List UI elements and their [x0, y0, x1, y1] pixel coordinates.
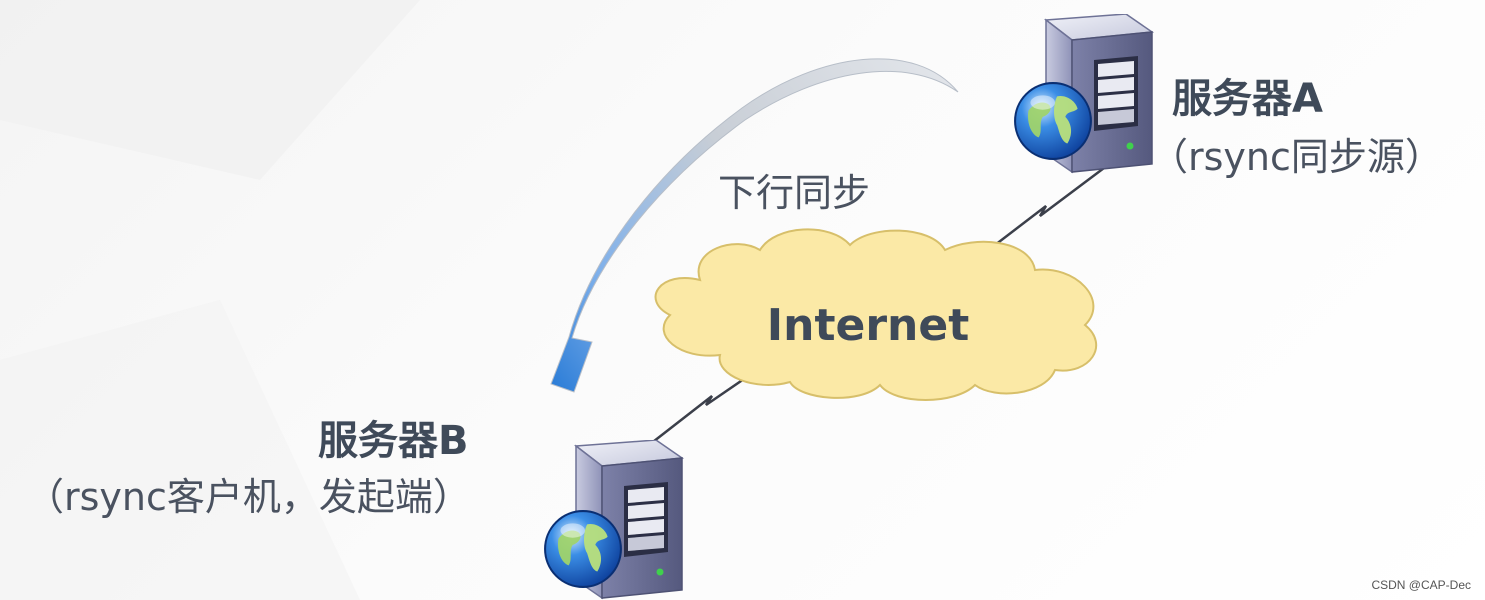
globe-icon [544, 510, 622, 588]
server-a-name: 服务器A [1172, 76, 1323, 122]
curved-arrow [550, 58, 959, 393]
sync-direction-label: 下行同步 [718, 171, 871, 215]
server-b-role: （rsync客户机，发起端） [26, 475, 471, 519]
network-link-a [977, 164, 1109, 259]
background-shard [0, 0, 420, 180]
server-a-role: （rsync同步源） [1150, 135, 1443, 179]
network-link-b [639, 366, 761, 453]
globe-icon [1014, 82, 1092, 160]
background-shard [0, 300, 360, 600]
internet-cloud [654, 228, 1098, 401]
internet-label: Internet [767, 300, 969, 351]
server-b-name: 服务器B [318, 418, 469, 464]
watermark: CSDN @CAP-Dec [1371, 578, 1471, 592]
